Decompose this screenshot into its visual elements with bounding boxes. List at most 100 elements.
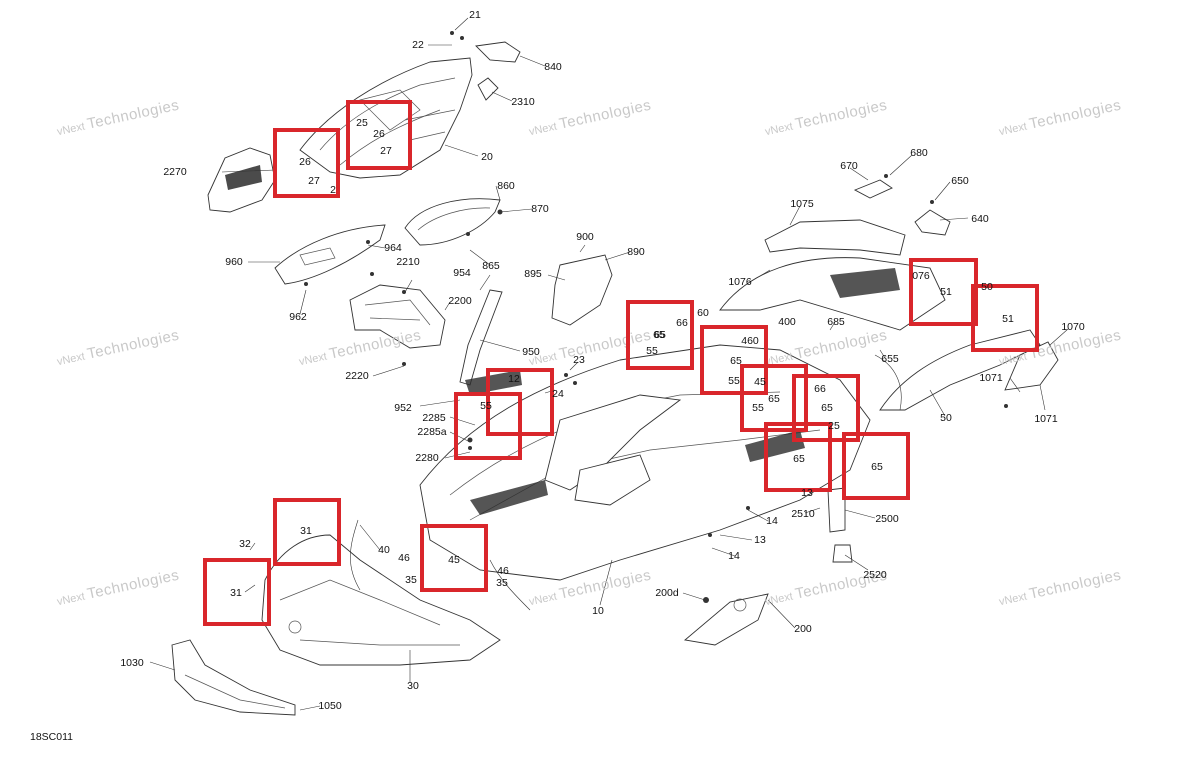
part-label: 45 [754, 375, 766, 388]
highlight-box[interactable] [420, 524, 488, 592]
part-label: 27 [308, 174, 320, 187]
part-label: 200 [794, 622, 812, 635]
part-label: 2310 [511, 95, 535, 108]
panel-part-890 [551, 254, 613, 326]
part-label: 51 [940, 285, 952, 298]
part-840 [475, 41, 521, 63]
part-label: 26 [299, 155, 311, 168]
part-label: 40 [378, 543, 390, 556]
part-label: 962 [289, 310, 307, 323]
part-label: 2520 [863, 568, 887, 581]
strut-part-2500 [827, 487, 846, 533]
part-label: 640 [971, 212, 989, 225]
part-label: 65 [654, 328, 666, 341]
part-label: 2285 [422, 411, 446, 424]
part-label: 31 [230, 586, 242, 599]
part-label: 22 [412, 38, 424, 51]
part-label: 46 [398, 551, 410, 564]
part-label: 55 [752, 401, 764, 414]
hood-assembly-part-1075 [719, 219, 946, 331]
part-label: 400 [778, 315, 796, 328]
part-label: 35 [405, 573, 417, 586]
part-label: 1070 [1061, 320, 1085, 333]
highlight-box[interactable] [700, 325, 768, 395]
highlight-box[interactable] [273, 128, 340, 198]
part-label: 23 [573, 353, 585, 366]
bracket-part-2200 [349, 284, 446, 349]
part-label: 1050 [318, 699, 342, 712]
highlight-box[interactable] [842, 432, 910, 500]
highlight-box[interactable] [203, 558, 271, 626]
part-640 [914, 209, 951, 236]
part-label: 2270 [163, 165, 187, 178]
part-label: 65 [821, 401, 833, 414]
part-label: 10 [592, 604, 604, 617]
part-label: 35 [496, 576, 508, 589]
part-label: 65 [871, 460, 883, 473]
part-label: 21 [469, 8, 481, 21]
part-label: 66 [814, 382, 826, 395]
part-label: 14 [766, 514, 778, 527]
part-label: 200d [655, 586, 679, 599]
part-label: 076 [912, 269, 930, 282]
part-label: 27 [380, 144, 392, 157]
part-label: 670 [840, 159, 858, 172]
part-label: 50 [981, 280, 993, 293]
part-label: 50 [940, 411, 952, 424]
part-label: 685 [827, 315, 845, 328]
part-label: 26 [373, 127, 385, 140]
highlight-box[interactable] [971, 284, 1039, 352]
part-label: 25 [828, 419, 840, 432]
highlight-box[interactable] [454, 392, 522, 460]
cable-part-655 [874, 354, 902, 411]
part-label: 2510 [791, 507, 815, 520]
part-label: 2220 [345, 369, 369, 382]
rear-body-part-20 [299, 57, 473, 179]
part-label: 900 [576, 230, 594, 243]
side-cover-part-860 [404, 198, 501, 246]
part-label: 1071 [1034, 412, 1058, 425]
part-label: 890 [627, 245, 645, 258]
part-label: 950 [522, 345, 540, 358]
part-label: 13 [801, 486, 813, 499]
part-label: 65 [768, 392, 780, 405]
part-label: 31 [300, 524, 312, 537]
cable-part-40 [350, 519, 531, 611]
highlight-box[interactable] [626, 300, 694, 370]
part-label: 964 [384, 241, 402, 254]
part-2310 [477, 77, 499, 101]
part-label: 860 [497, 179, 515, 192]
highlight-box[interactable] [346, 100, 412, 170]
part-200d-ring [733, 598, 747, 612]
part-label: 840 [544, 60, 562, 73]
part-670 [853, 179, 893, 199]
highlight-box[interactable] [273, 498, 341, 566]
part-label: 55 [480, 399, 492, 412]
part-label: 895 [524, 267, 542, 280]
cover-part-200 [683, 593, 769, 646]
part-label: 960 [225, 255, 243, 268]
part-label: 55 [728, 374, 740, 387]
highlight-box[interactable] [792, 374, 860, 442]
part-label: 65 [793, 452, 805, 465]
hardware-fasteners [304, 31, 1008, 603]
part-label: 680 [910, 146, 928, 159]
part-label: 1030 [120, 656, 144, 669]
highlight-box[interactable] [909, 258, 978, 326]
highlight-box[interactable] [764, 422, 832, 492]
main-hull-part-10 [419, 344, 871, 581]
part-label: 25 [356, 116, 368, 129]
part-label: 2210 [396, 255, 420, 268]
part-label: 14 [728, 549, 740, 562]
front-nose-part-30 [261, 534, 501, 666]
highlight-box[interactable] [740, 364, 808, 432]
side-panel-part-960 [274, 224, 386, 285]
part-label: 20 [481, 150, 493, 163]
front-grill-part-1030 [171, 639, 296, 716]
part-label: 12 [508, 372, 520, 385]
part-label: 1076 [728, 275, 752, 288]
part-label: 65 [653, 328, 665, 341]
tail-cover-part-2270 [207, 147, 276, 213]
part-label: 30 [407, 679, 419, 692]
